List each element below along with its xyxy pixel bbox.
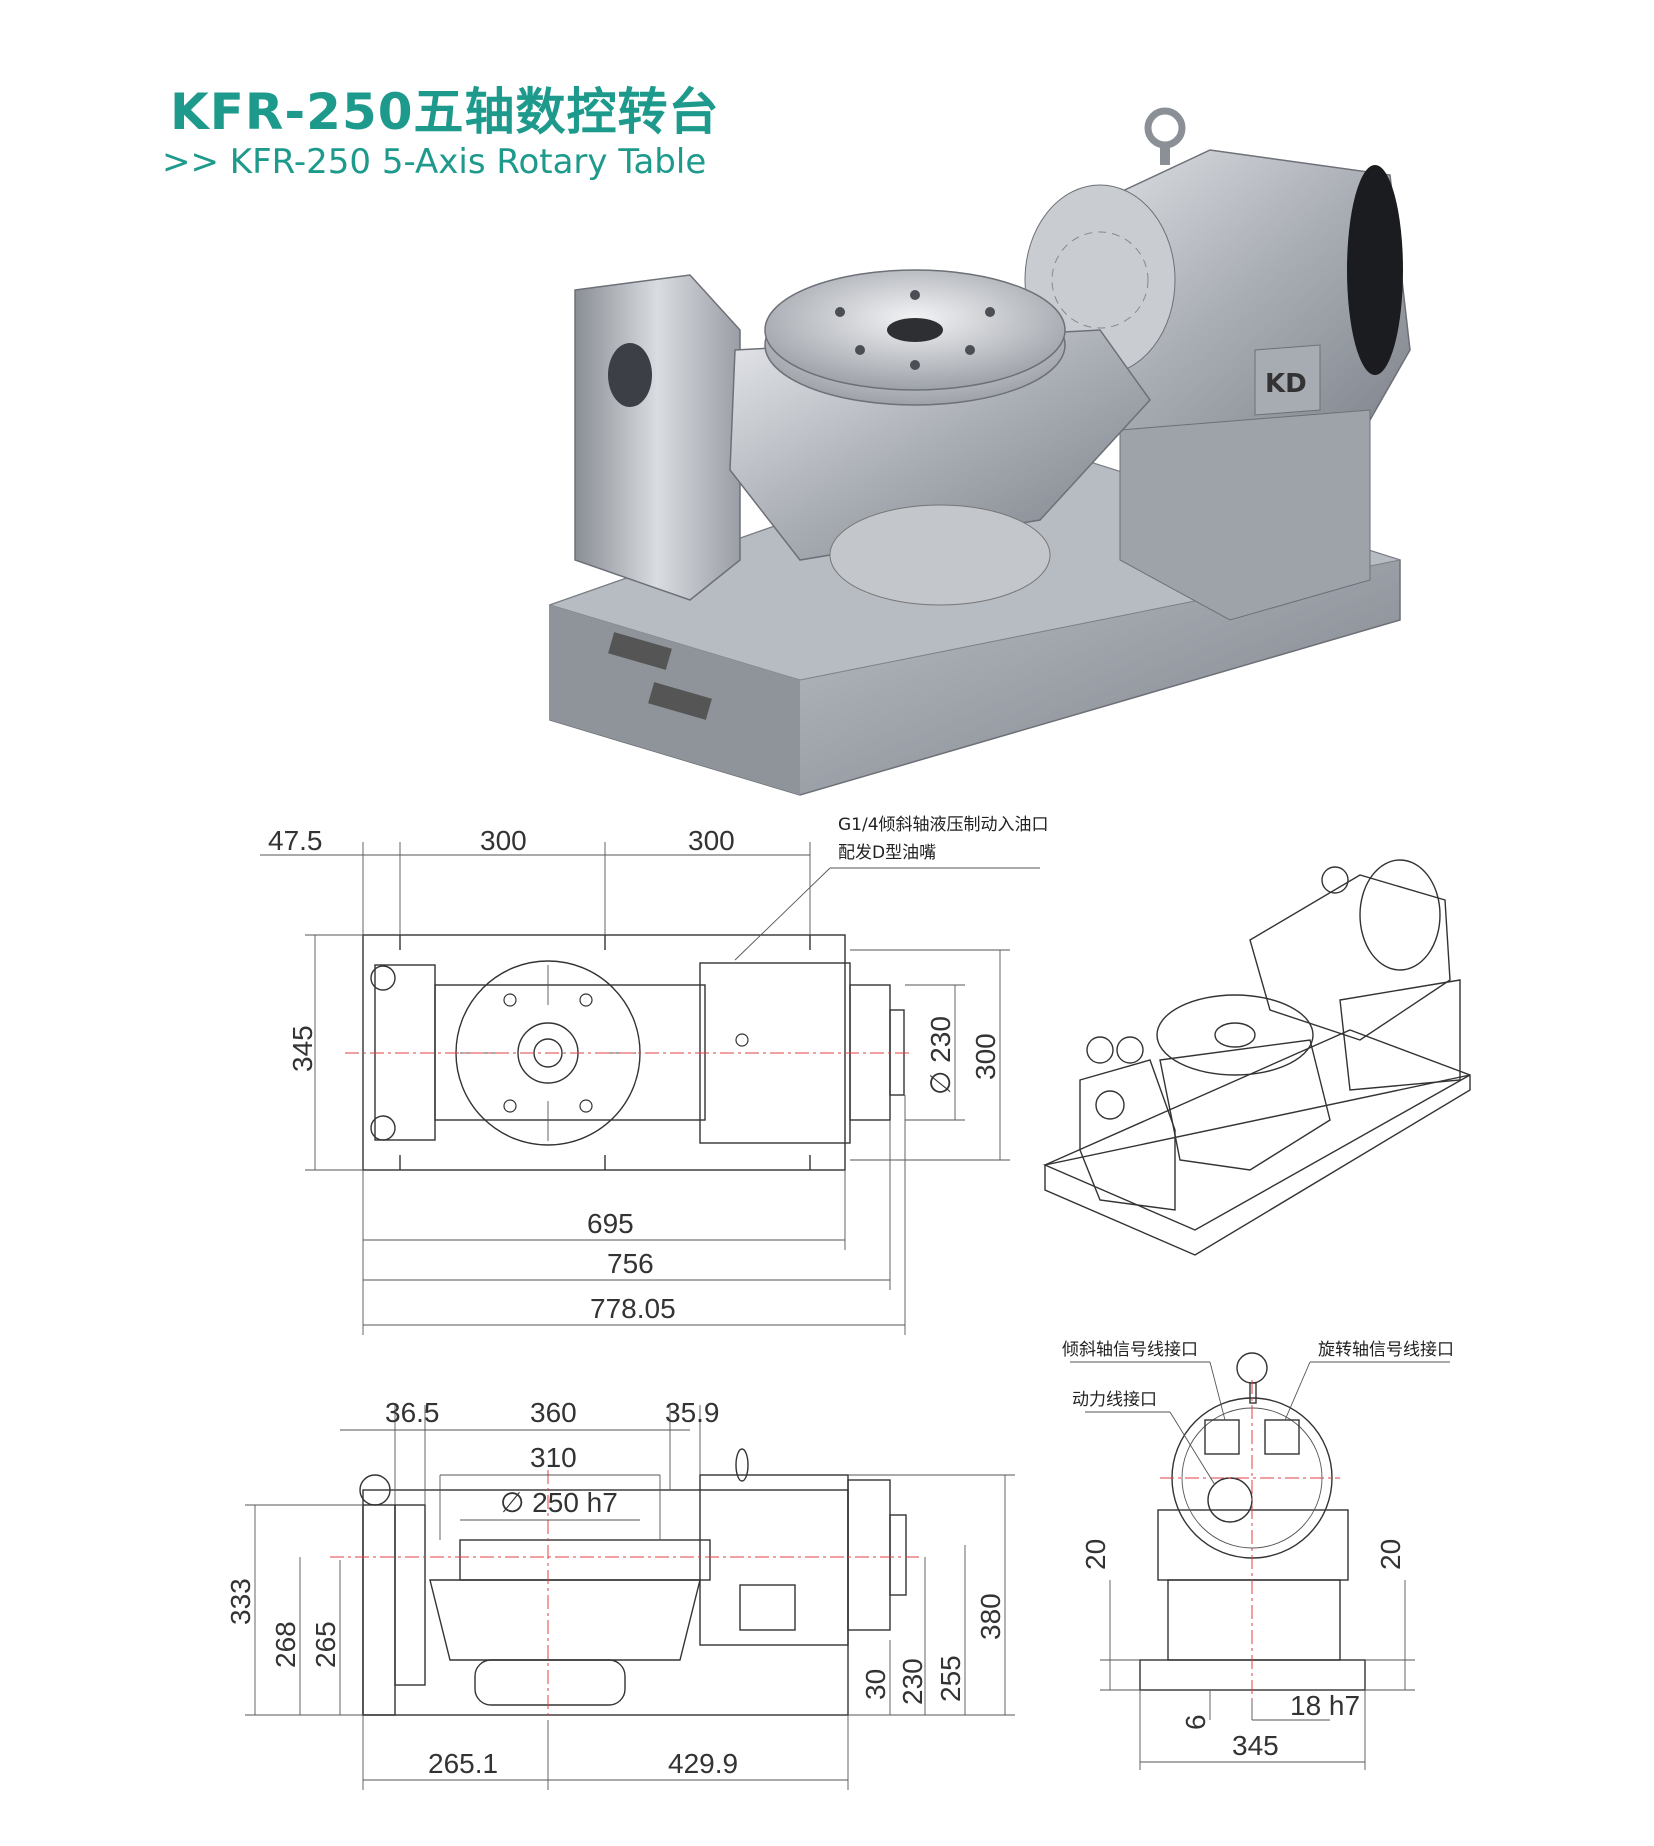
dim-300-a: 300 — [480, 825, 527, 856]
label-tilt-signal: 倾斜轴信号线接口 — [1062, 1340, 1198, 1360]
oil-inlet-note-line2: 配发D型油嘴 — [838, 843, 936, 863]
dim-345-side: 345 — [1232, 1730, 1279, 1761]
dim-345-vertical: 345 — [287, 1025, 318, 1072]
dim-30: 30 — [860, 1669, 891, 1700]
side-view-drawing: 倾斜轴信号线接口 旋转轴信号线接口 动力线接口 20 20 6 18 h7 34… — [1062, 1340, 1454, 1770]
front-view-table-plate — [459, 1539, 711, 1581]
front-view-drawing: 36.5 360 35.9 310 ∅ 250 h7 333 268 265 3… — [225, 1397, 1015, 1790]
dim-47-5: 47.5 — [268, 825, 323, 856]
dim-380: 380 — [975, 1593, 1006, 1640]
dim-250-h7: ∅ 250 h7 — [500, 1487, 618, 1518]
front-view-motor-outline — [699, 1474, 849, 1646]
label-rotary-signal: 旋转轴信号线接口 — [1318, 1340, 1454, 1360]
isometric-drawing — [1042, 859, 1471, 1256]
dim-265-1: 265.1 — [428, 1748, 498, 1779]
label-power: 动力线接口 — [1072, 1390, 1157, 1410]
dim-778-05: 778.05 — [590, 1293, 676, 1324]
dim-36-5: 36.5 — [385, 1397, 440, 1428]
dim-300-b: 300 — [688, 825, 735, 856]
dim-230-diameter: ∅ 230 — [925, 1016, 956, 1095]
oil-inlet-note-line1: G1/4倾斜轴液压制动入油口 — [838, 815, 1049, 835]
page-subtitle: >> KFR-250 5-Axis Rotary Table — [162, 142, 707, 182]
dim-268: 268 — [270, 1621, 301, 1668]
dim-756: 756 — [607, 1248, 654, 1279]
dim-255: 255 — [935, 1655, 966, 1702]
dim-333: 333 — [225, 1578, 256, 1625]
dim-35-9: 35.9 — [665, 1397, 720, 1428]
top-view-drawing: 47.5 300 300 G1/4倾斜轴液压制动入油口 配发D型油嘴 345 ∅… — [260, 815, 1049, 1335]
dim-360: 360 — [530, 1397, 577, 1428]
dim-695: 695 — [587, 1208, 634, 1239]
dim-429-9: 429.9 — [668, 1748, 738, 1779]
dim-20-right: 20 — [1375, 1539, 1406, 1570]
tilt-signal-connector — [1204, 1419, 1240, 1455]
dim-300-vertical: 300 — [970, 1033, 1001, 1080]
dim-6: 6 — [1180, 1714, 1211, 1730]
product-render: KD — [548, 107, 1411, 796]
dim-310: 310 — [530, 1442, 577, 1473]
dim-230: 230 — [897, 1658, 928, 1705]
dim-265: 265 — [310, 1621, 341, 1668]
rotary-signal-connector — [1264, 1419, 1300, 1455]
render-left-support — [574, 274, 741, 601]
dim-20-left: 20 — [1080, 1539, 1111, 1570]
logo-mark: KD — [1265, 369, 1307, 399]
page-title: KFR-250五轴数控转台 — [170, 83, 720, 141]
dim-18-h7: 18 h7 — [1290, 1690, 1360, 1721]
